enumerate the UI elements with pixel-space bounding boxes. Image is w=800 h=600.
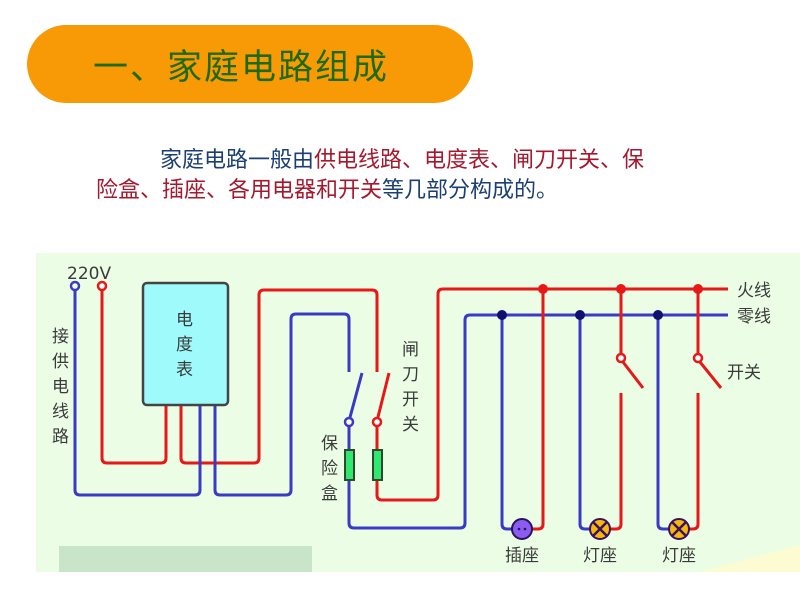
section-title: 一、家庭电路组成 xyxy=(93,47,390,88)
intro-text-1: 家庭电路一般由 xyxy=(160,148,315,173)
intro-components: 供电线路、电度表、闸刀开关、保险盒、插座、各用电器和开关 xyxy=(96,148,645,203)
svg-text:电: 电 xyxy=(52,377,69,397)
live-terminal-icon xyxy=(96,280,108,292)
knife-switch-pivot-neutral-icon xyxy=(343,416,355,428)
svg-text:盒: 盒 xyxy=(321,484,338,504)
svg-text:表: 表 xyxy=(176,360,193,380)
lamp-holder-1-icon xyxy=(589,518,611,540)
knife-switch-label: 闸 刀 开 关 xyxy=(402,340,419,435)
lamp2-switch-blade xyxy=(698,361,723,389)
svg-text:电: 电 xyxy=(176,310,193,330)
fuse-box-label: 保 险 盒 xyxy=(321,434,338,504)
lamp1-neutral-branch xyxy=(578,315,590,531)
neutral-junction-dot xyxy=(497,310,507,320)
caption-strip xyxy=(59,546,312,572)
live-meter-out-wire xyxy=(179,288,379,465)
socket-label: 插座 xyxy=(505,546,539,566)
section-title-banner: 一、家庭电路组成 xyxy=(27,25,473,103)
voltage-label: 220V xyxy=(67,264,111,284)
neutral-wire-label: 零线 xyxy=(737,307,771,327)
neutral-terminal-icon xyxy=(69,280,81,292)
lamp1-switch-blade xyxy=(621,361,645,389)
neutral-supply-wire xyxy=(73,289,202,497)
svg-text:保: 保 xyxy=(321,434,338,454)
wall-switch-1-icon xyxy=(615,352,627,364)
svg-text:闸: 闸 xyxy=(402,340,419,360)
knife-switch-pivot-live-icon xyxy=(371,416,383,428)
live-junction-dot xyxy=(538,284,548,294)
svg-text:路: 路 xyxy=(52,427,69,447)
electric-meter-icon xyxy=(141,281,230,407)
live-supply-wire xyxy=(100,289,168,465)
junction-dots xyxy=(497,284,703,320)
meter-label: 电 度 表 xyxy=(176,310,193,380)
live-wire-label: 火线 xyxy=(737,281,771,301)
live-wire xyxy=(375,287,728,502)
fuse-neutral-icon xyxy=(344,449,355,481)
svg-text:险: 险 xyxy=(321,459,338,479)
live-junction-dot xyxy=(693,284,703,294)
knife-switch-blade-neutral xyxy=(347,372,364,422)
supply-line-label: 接 供 电 线 路 xyxy=(52,327,69,447)
switch-label: 开关 xyxy=(727,363,761,383)
neutral-junction-dot xyxy=(653,310,663,320)
intro-text-2: 等几部分构成的。 xyxy=(382,178,559,203)
socket-neutral-branch xyxy=(500,315,512,531)
svg-text:刀: 刀 xyxy=(402,365,419,385)
socket-icon xyxy=(511,518,533,540)
wall-switch-2-icon xyxy=(692,352,704,364)
lamp-holder-2-label: 灯座 xyxy=(662,546,696,566)
intro-paragraph: 家庭电路一般由供电线路、电度表、闸刀开关、保险盒、插座、各用电器和开关等几部分构… xyxy=(96,146,666,206)
lamp-holder-1-label: 灯座 xyxy=(583,546,617,566)
lamp-holder-2-icon xyxy=(668,518,690,540)
svg-text:供: 供 xyxy=(52,352,69,372)
knife-switch-blade-live xyxy=(375,372,391,422)
lamp1-live-branch-bottom xyxy=(610,393,623,531)
fuse-live-icon xyxy=(372,449,383,481)
live-junction-dot xyxy=(616,284,626,294)
lamp2-neutral-branch xyxy=(656,315,669,531)
svg-text:度: 度 xyxy=(176,335,193,355)
decorative-wedge xyxy=(700,545,800,572)
svg-text:线: 线 xyxy=(52,402,69,422)
socket-live-branch xyxy=(532,289,545,531)
svg-text:关: 关 xyxy=(402,415,419,435)
neutral-junction-dot xyxy=(575,310,585,320)
neutral-wire xyxy=(347,313,728,530)
neutral-meter-out-wire xyxy=(213,312,351,497)
lamp2-live-branch-bottom xyxy=(689,393,700,531)
svg-text:接: 接 xyxy=(52,327,69,347)
svg-text:开: 开 xyxy=(402,390,419,410)
